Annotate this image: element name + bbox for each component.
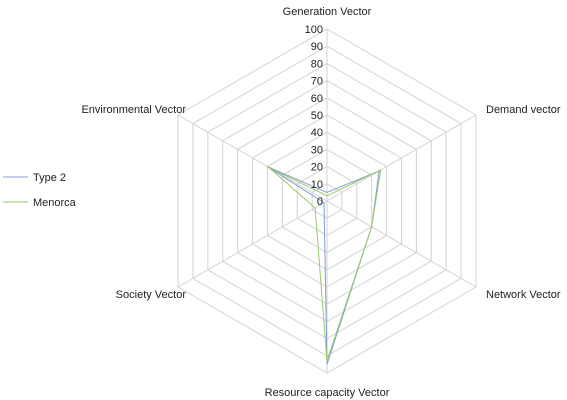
tick-label: 90 <box>311 41 323 53</box>
legend: Type 2 Menorca <box>3 172 77 209</box>
axis-label-society-vector: Society Vector <box>116 289 187 301</box>
axis-spoke <box>326 114 477 202</box>
axis-label-network-vector: Network Vector <box>486 289 561 301</box>
tick-label: 40 <box>311 127 323 139</box>
tick-labels: 0 10 20 30 40 50 60 70 80 90 100 <box>305 24 323 208</box>
tick-label: 20 <box>311 162 323 174</box>
axis-spoke <box>177 114 328 202</box>
series-layer <box>267 166 382 365</box>
tick-label: 80 <box>311 58 323 70</box>
legend-label-type-2: Type 2 <box>33 172 66 184</box>
axis-spoke <box>326 200 477 288</box>
tick-label: 30 <box>311 144 323 156</box>
axis-label-demand-vector: Demand vector <box>486 104 561 116</box>
tick-label: 70 <box>311 76 323 88</box>
axis-spoke <box>177 200 328 288</box>
tick-label: 100 <box>305 24 323 36</box>
series-line-menorca <box>268 167 382 362</box>
tick-label: 10 <box>311 179 323 191</box>
series-line-type-2 <box>267 166 380 365</box>
grid <box>177 28 477 374</box>
tick-label: 50 <box>311 110 323 122</box>
axis-label-environmental-vector: Environmental Vector <box>81 104 186 116</box>
axis-labels: Generation Vector Demand vector Network … <box>81 6 560 399</box>
tick-label: 60 <box>311 93 323 105</box>
axis-label-generation-vector: Generation Vector <box>283 6 372 18</box>
tick-label: 0 <box>317 196 323 208</box>
axis-label-resource-capacity-vector: Resource capacity Vector <box>265 387 390 399</box>
legend-label-menorca: Menorca <box>33 197 77 209</box>
